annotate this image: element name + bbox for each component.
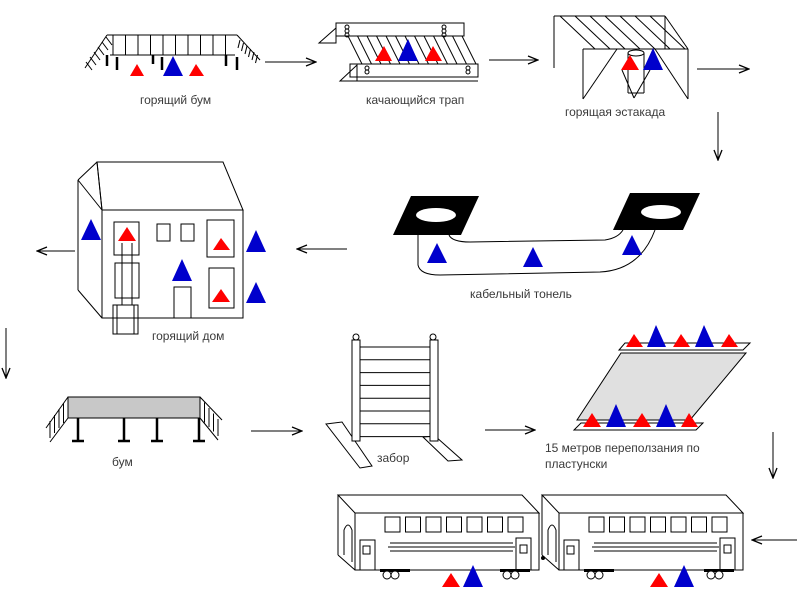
boom-railing bbox=[84, 34, 261, 71]
marker-red-cone bbox=[681, 413, 698, 427]
house-window bbox=[114, 262, 140, 299]
station-label: бум bbox=[112, 455, 133, 469]
marker-blue-cone bbox=[427, 243, 447, 263]
marker-red-cone bbox=[673, 334, 690, 347]
station-fence: забор bbox=[325, 333, 464, 469]
house-window bbox=[208, 267, 235, 309]
marker-blue-cone bbox=[647, 325, 666, 347]
house-window bbox=[206, 219, 235, 258]
marker-red-cone bbox=[626, 334, 643, 347]
marker-blue-cone bbox=[246, 230, 266, 252]
marker-blue-cone bbox=[523, 247, 543, 267]
station-burning-overpass: горящая эстакада bbox=[553, 15, 689, 119]
station-swinging-ladder: качающийся трап bbox=[317, 22, 479, 107]
marker-red-cone bbox=[189, 64, 204, 76]
boom-legs bbox=[72, 418, 205, 443]
marker-blue-cone bbox=[163, 56, 183, 76]
marker-red-cone bbox=[621, 55, 639, 70]
marker-red-cone bbox=[442, 573, 460, 587]
marker-blue-cone bbox=[622, 235, 642, 255]
marker-red-cone bbox=[212, 289, 230, 302]
spring-icon bbox=[344, 24, 471, 75]
marker-red-cone bbox=[118, 227, 136, 241]
station-label: горящий бум bbox=[140, 93, 211, 107]
marker-blue-cone bbox=[81, 219, 101, 240]
marker-red-cone bbox=[633, 413, 651, 427]
marker-blue-cone bbox=[695, 325, 714, 347]
station-label: горящий дом bbox=[152, 329, 224, 343]
train-car bbox=[336, 494, 541, 580]
station-crawl: 15 метров переползания по пластунски bbox=[545, 325, 752, 471]
fire-escape-ladder bbox=[112, 243, 139, 335]
marker-red-cone bbox=[650, 573, 668, 587]
station-boom: бум bbox=[45, 396, 223, 469]
station-label: качающийся трап bbox=[366, 93, 464, 107]
train-car bbox=[540, 494, 745, 580]
crawl-area bbox=[576, 352, 748, 421]
station-burning-house: горящий дом bbox=[77, 161, 266, 343]
house-window bbox=[180, 223, 195, 242]
marker-blue-cone bbox=[606, 404, 626, 427]
cylinder-icon bbox=[621, 49, 651, 99]
station-cable-tunnel: кабельный тонель bbox=[393, 193, 700, 301]
station-label-line2: пластунски bbox=[545, 457, 607, 471]
marker-blue-cone bbox=[172, 259, 192, 281]
coupler bbox=[541, 556, 545, 560]
marker-blue-cone bbox=[656, 404, 676, 427]
station-label: горящая эстакада bbox=[565, 105, 666, 119]
marker-blue-cone bbox=[643, 48, 663, 70]
boom-deck bbox=[67, 396, 201, 419]
station-train-cars bbox=[336, 494, 745, 580]
marker-red-cone bbox=[583, 413, 601, 427]
marker-blue-cone bbox=[463, 565, 483, 587]
marker-blue-cone bbox=[674, 565, 694, 587]
marker-red-cone bbox=[721, 334, 738, 347]
marker-blue-cone bbox=[246, 282, 266, 303]
station-burning-boom: горящий бум bbox=[84, 34, 261, 107]
house-door bbox=[173, 286, 192, 319]
marker-red-cone bbox=[425, 46, 442, 61]
station-label: кабельный тонель bbox=[470, 287, 572, 301]
station-label-line1: 15 метров переползания по bbox=[545, 441, 700, 455]
marker-red-cone bbox=[130, 64, 144, 76]
station-label: забор bbox=[377, 451, 410, 465]
marker-red-cone bbox=[375, 46, 392, 61]
house-window bbox=[113, 221, 140, 256]
marker-blue-cone bbox=[398, 39, 418, 61]
marker-red-cone bbox=[213, 238, 230, 250]
house-window bbox=[156, 223, 171, 242]
